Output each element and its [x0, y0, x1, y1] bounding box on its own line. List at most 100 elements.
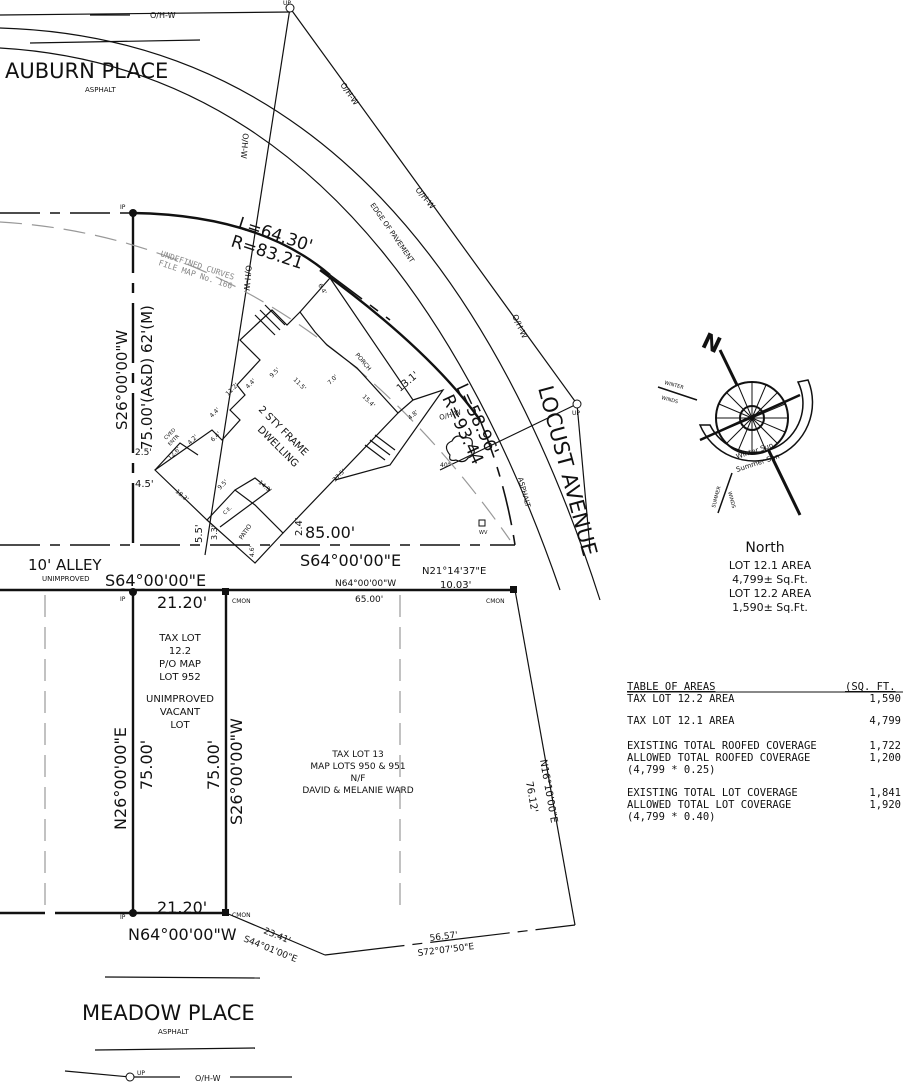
- bearing-label: N21°14'37"E: [422, 566, 486, 577]
- iron-pipe-icon: [129, 209, 137, 217]
- distance-label: 85.00': [305, 523, 355, 542]
- table-of-areas: TABLE OF AREAS (SQ. FT. TAX LOT 12.2 ARE…: [627, 681, 903, 823]
- utility-pole-icon: [285, 3, 295, 13]
- overhead-wire-label: O/H-W: [510, 313, 529, 340]
- dimension-label: 4.6': [249, 545, 256, 557]
- street-name: LOCUST AVENUE: [533, 383, 602, 559]
- dimension-label: 2.5': [135, 448, 152, 458]
- distance-label: 75.00'(A&D) 62'(M): [138, 305, 156, 450]
- dimension-label: VACANT: [160, 707, 201, 718]
- table-title: TABLE OF AREAS: [627, 681, 716, 693]
- cmon-label: CMON: [232, 598, 251, 605]
- dimension-label: 3.3': [210, 525, 219, 540]
- street-name: AUBURN PLACE: [5, 59, 168, 83]
- distance-label: 65.00': [355, 595, 383, 605]
- table-row-label: TAX LOT 12.1 AREA: [627, 715, 735, 727]
- distance-label: 56.57': [429, 931, 458, 944]
- dimension-label: UNIMPROVED: [146, 694, 214, 705]
- edge-of-pavement-curve: [0, 47, 561, 591]
- dimension-label: 4.2': [186, 433, 199, 446]
- winter-winds-arrow-icon: [657, 386, 698, 401]
- summer-winds-arrow-icon: [717, 472, 733, 514]
- dimension-label: 14.9': [257, 479, 273, 494]
- utility-pole-label: UP: [283, 0, 291, 7]
- bearing-label: S64°00'00"E: [105, 571, 206, 590]
- dimension-label: 4.5': [135, 479, 154, 490]
- table-row-value: 1,722: [869, 740, 901, 752]
- bearing-label: S26°00'00"W: [227, 718, 246, 825]
- tax-lot-13-label: TAX LOT 13 MAP LOTS 950 & 951 N/F DAVID …: [302, 750, 413, 796]
- overhead-wire-label: O/H-W: [413, 186, 436, 211]
- bearing-label: S26°00'00"W: [113, 330, 131, 430]
- dwelling-footprint: [154, 277, 475, 564]
- concrete-monument-icon: [222, 588, 229, 595]
- bearing-label: S64°00'00"E: [300, 551, 401, 570]
- bearing-label: N64°00'00"W: [128, 925, 237, 944]
- property-lines: [0, 209, 576, 956]
- distance-label: 21.20': [157, 593, 207, 612]
- overhead-wire-label: O/H-W: [338, 81, 360, 107]
- table-row-value: 1,590: [869, 693, 901, 705]
- dimension-label: LOT 12.1 AREA: [729, 559, 812, 572]
- dimension-label: WINDS: [660, 395, 678, 405]
- overhead-wire-label: O/H-W: [150, 11, 176, 20]
- bearing-label: N26°00'00"E: [111, 727, 130, 830]
- iron-pipe-label: IP: [120, 914, 126, 921]
- dimension-label: SUMMER: [711, 485, 723, 508]
- street-surface: ASPHALT: [85, 86, 116, 94]
- concrete-monument-icon: [222, 909, 229, 916]
- porch-label: PORCH: [353, 352, 372, 373]
- dimension-label: 37.5': [331, 468, 347, 484]
- dimension-label: 13.1': [395, 370, 421, 395]
- dimension-label: 6.4': [316, 283, 328, 296]
- street-surface: ASPHALT: [516, 476, 532, 508]
- overhead-wire-curve: [0, 27, 601, 601]
- dimension-label: DAVID & MELANIE WARD: [302, 786, 413, 796]
- dimension-label: N/F: [351, 774, 366, 784]
- water-valve-icon: [478, 519, 486, 527]
- tax-lot-12-2-label: TAX LOT 12.2 P/O MAP LOT 952 UNIMPROVED …: [146, 633, 214, 731]
- distance-label: 75.00': [137, 740, 156, 790]
- utility-pole-label: UP: [137, 1070, 145, 1077]
- utility-pole-icon: [125, 1072, 135, 1082]
- bearing-label: N64°00'00"W: [335, 579, 396, 589]
- dimension-label: 12.2: [169, 646, 191, 657]
- alley-surface: UNIMPROVED: [42, 575, 90, 583]
- dimension-label: TAX LOT 13: [331, 750, 384, 760]
- distance-label: 21.20': [157, 898, 207, 917]
- utility-pole-label: UP: [572, 410, 580, 417]
- overhead-wire-label: O/H-W: [242, 265, 253, 291]
- dimension-label: LOT 12.2 AREA: [729, 587, 812, 600]
- ce-label: C.E.: [222, 505, 233, 516]
- dimension-label: LOT 952: [159, 672, 200, 683]
- dimension-label: 11.5': [292, 376, 308, 392]
- alley-name: 10' ALLEY: [28, 556, 102, 574]
- road-linework: [0, 3, 601, 1082]
- bearing-label: S72°07'50"E: [417, 942, 475, 959]
- dimension-label: WINDS: [726, 491, 736, 509]
- dimension-label: 4.4': [208, 406, 221, 419]
- table-row-label: TAX LOT 12.2 AREA: [627, 693, 735, 705]
- dimension-label: 7.0': [326, 373, 339, 386]
- table-row-label: ALLOWED TOTAL LOT COVERAGE: [627, 799, 791, 811]
- overhead-wire-label: O/H-W: [195, 1074, 221, 1083]
- utility-pole-icon: [572, 399, 582, 409]
- distance-label: 76.12': [523, 781, 539, 814]
- north-arrow-compass: N WINTER WINDS SUMMER WINDS Winter Sun S…: [657, 329, 814, 516]
- table-row-value: 4,799: [869, 715, 901, 727]
- table-row-value: 1,920: [869, 799, 901, 811]
- cmon-label: CMON: [486, 598, 505, 605]
- dimension-label: 9.5': [216, 478, 229, 491]
- dimension-label: North: [745, 540, 784, 556]
- iron-pipe-label: IP: [120, 596, 126, 603]
- table-row-value: 1,841: [869, 787, 901, 799]
- overhead-wire-line: [204, 7, 291, 556]
- patio-label: PATIO: [238, 523, 254, 541]
- dimension-label: TAX LOT: [158, 633, 201, 644]
- iron-pipe-icon: [129, 588, 137, 596]
- overhead-wire-line: [289, 7, 578, 405]
- dimension-label: 5.5': [194, 524, 205, 543]
- table-row-label: ALLOWED TOTAL ROOFED COVERAGE: [627, 752, 810, 764]
- water-valve-label: WV: [479, 530, 488, 536]
